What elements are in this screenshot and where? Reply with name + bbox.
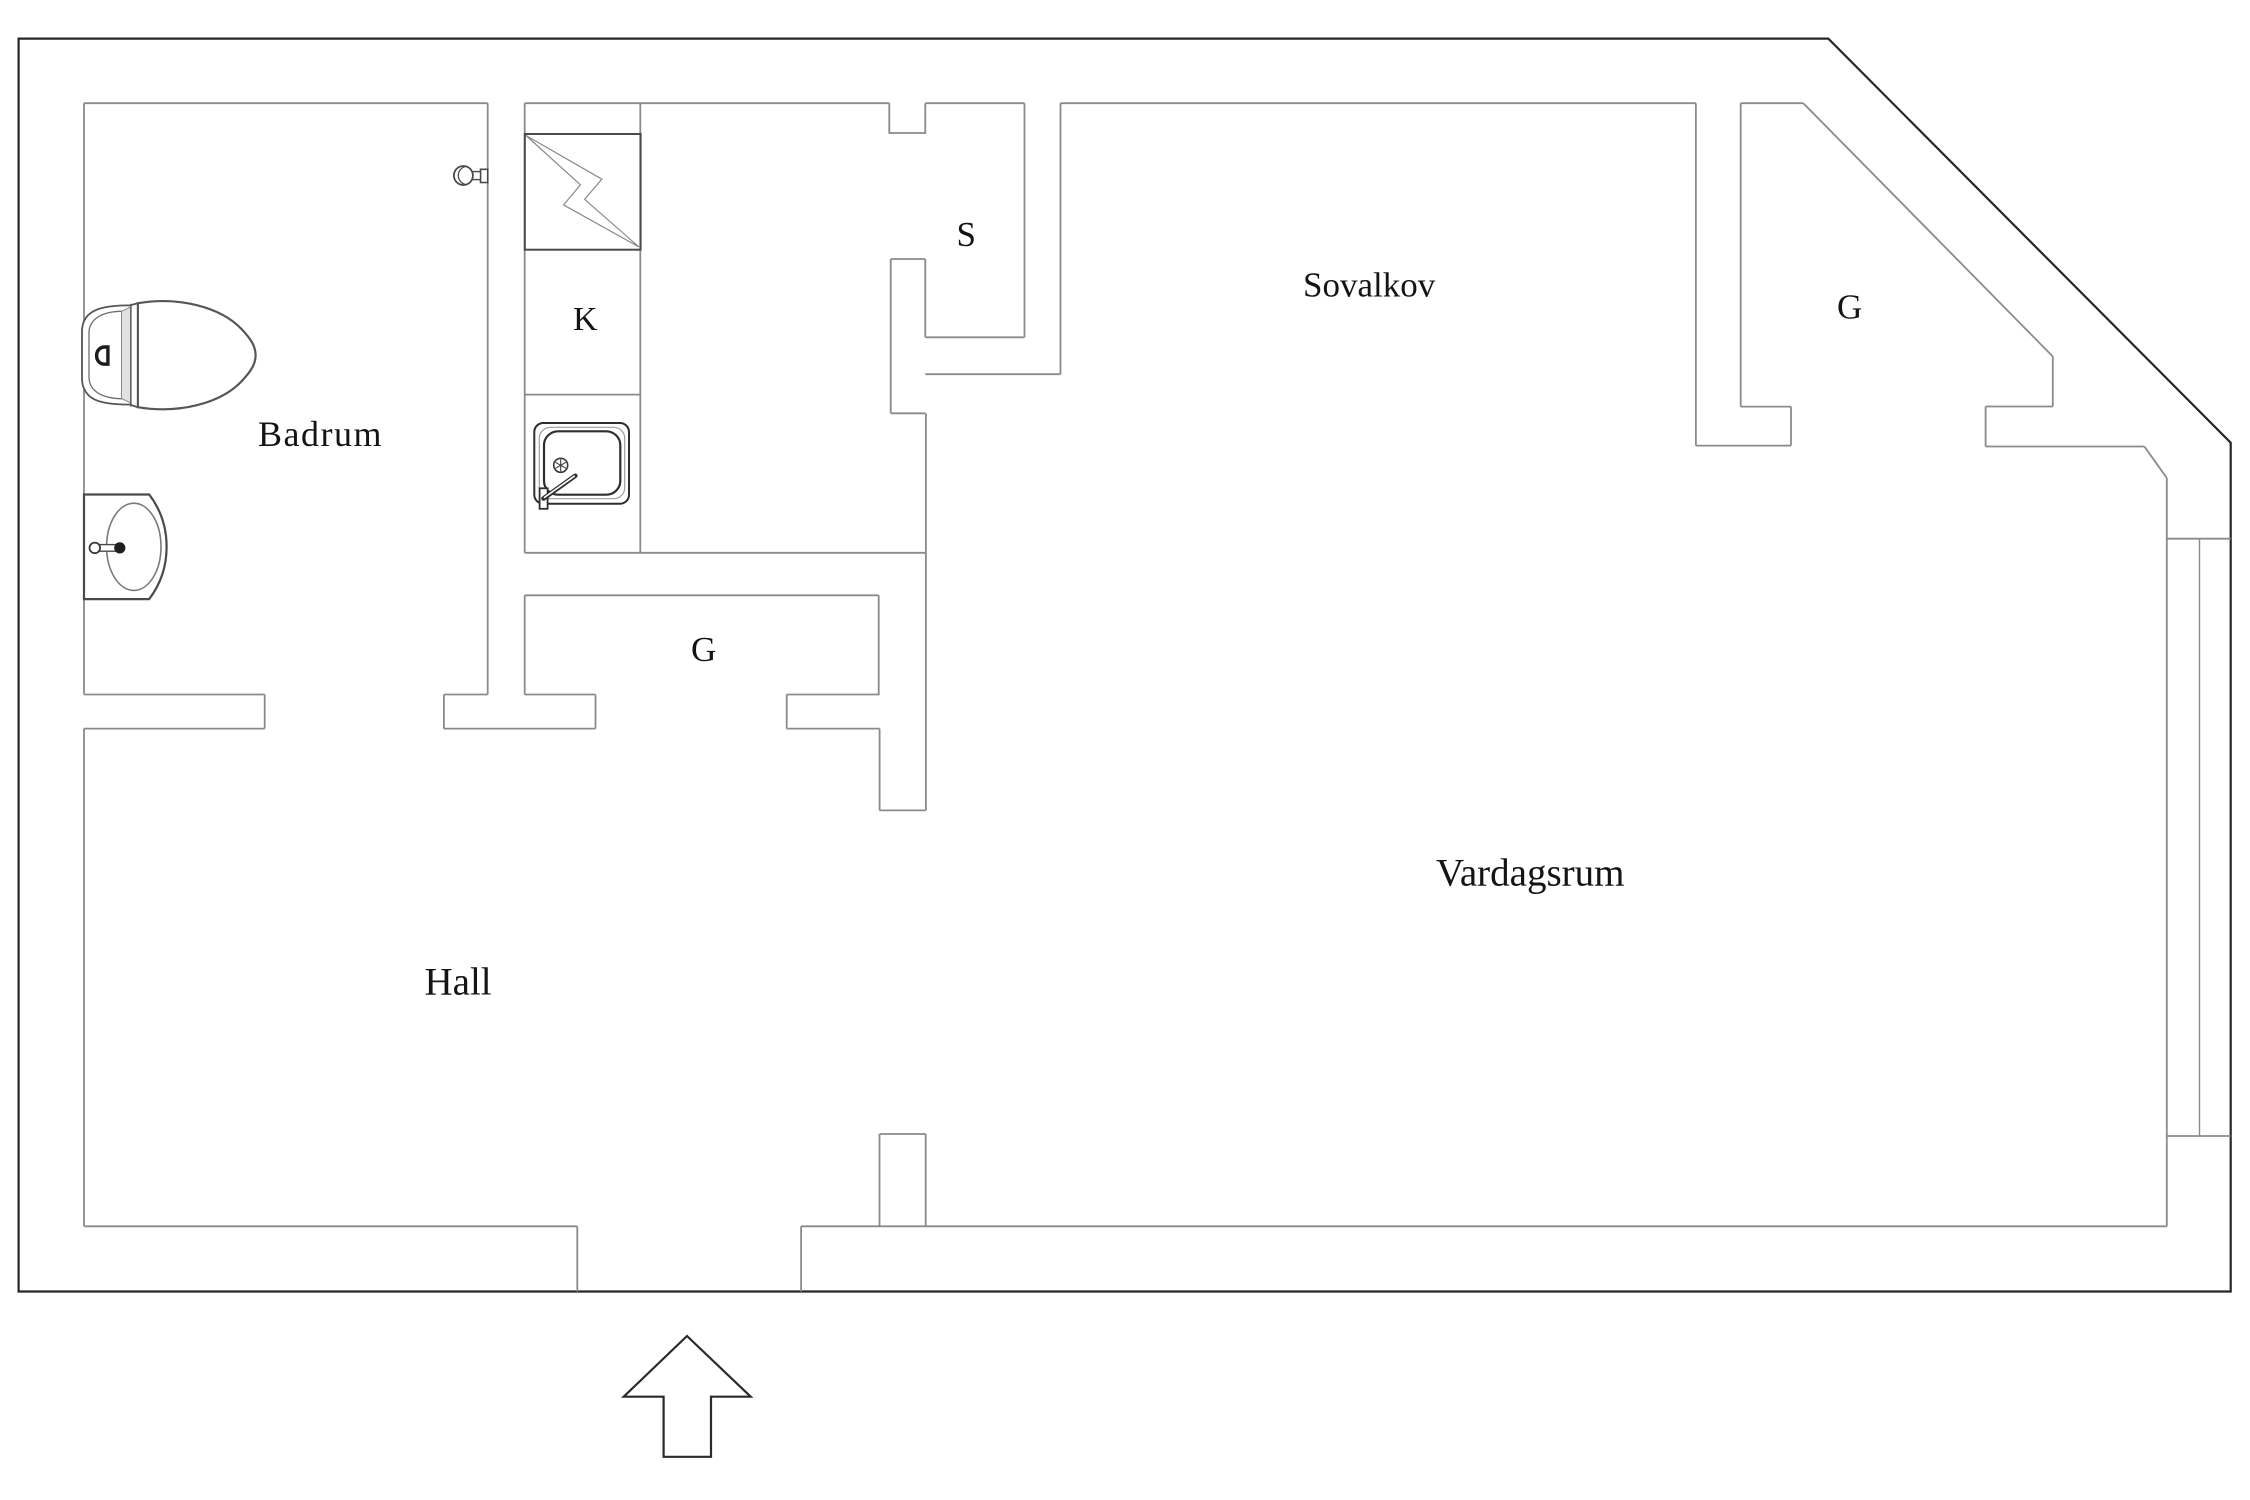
svg-text:Vardagsrum: Vardagsrum xyxy=(1436,852,1624,895)
svg-text:Hall: Hall xyxy=(425,961,492,1004)
svg-text:G: G xyxy=(1837,288,1862,327)
svg-text:Sovalkov: Sovalkov xyxy=(1303,266,1436,305)
svg-text:G: G xyxy=(691,630,716,669)
svg-text:S: S xyxy=(957,215,976,254)
svg-text:K: K xyxy=(573,301,598,338)
svg-text:Badrum: Badrum xyxy=(258,414,383,454)
